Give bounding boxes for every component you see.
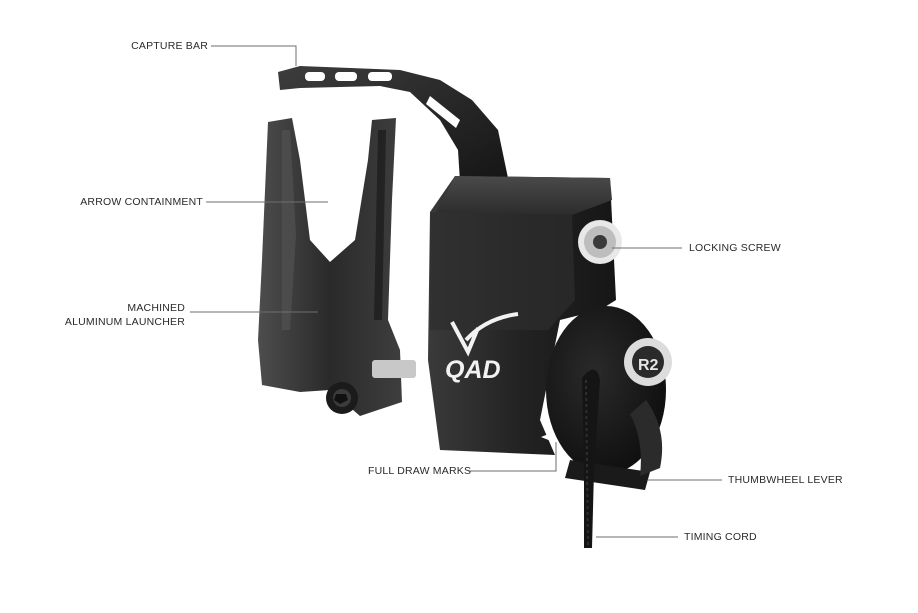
label-full-draw-marks: FULL DRAW MARKS xyxy=(368,465,472,477)
leader-lines xyxy=(190,45,722,538)
thumbwheel-shape: R2 xyxy=(546,306,672,490)
timing-cord-shape xyxy=(582,369,600,548)
label-capture-bar: CAPTURE BAR xyxy=(131,40,208,52)
launcher-shape xyxy=(258,118,416,416)
logo-brand: QAD xyxy=(445,356,501,384)
main-body-shape: QAD xyxy=(428,176,622,455)
label-timing-cord: TIMING CORD xyxy=(684,531,757,543)
label-machined-line2: ALUMINUM LAUNCHER xyxy=(64,316,185,328)
label-arrow-containment: ARROW CONTAINMENT xyxy=(80,196,203,208)
label-thumbwheel-lever: THUMBWHEEL LEVER xyxy=(728,474,843,486)
label-locking-screw: LOCKING SCREW xyxy=(689,242,781,254)
badge-r2: R2 xyxy=(638,357,659,374)
label-machined-aluminum-launcher: MACHINED ALUMINUM LAUNCHER xyxy=(40,301,185,329)
capture-bar-shape xyxy=(278,66,508,182)
label-machined-line1: MACHINED xyxy=(127,302,185,314)
